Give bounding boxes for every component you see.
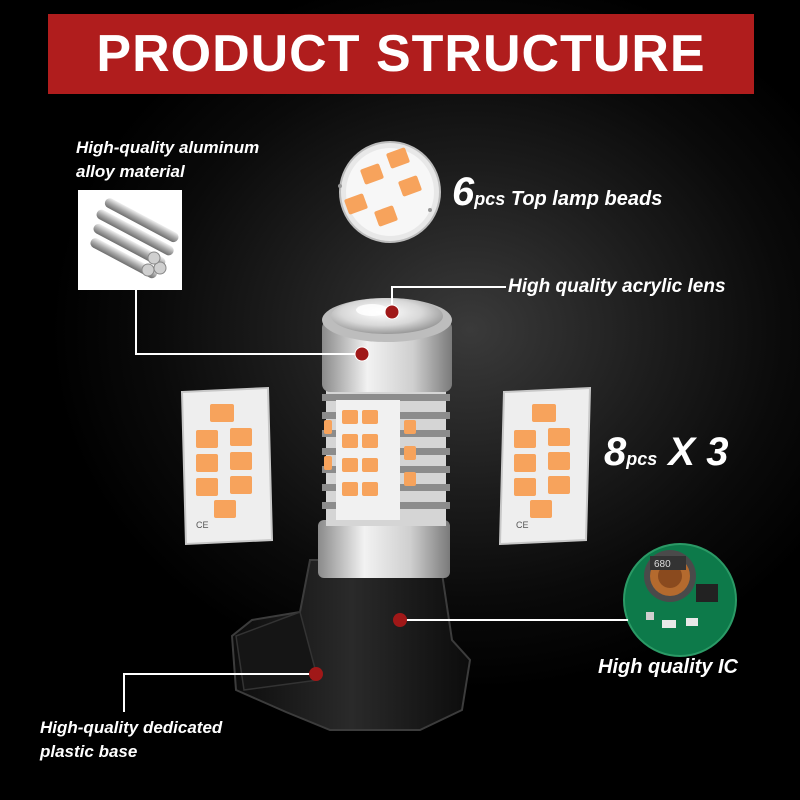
side-beads-count: 8 xyxy=(604,430,627,474)
marker-ic xyxy=(393,613,407,627)
marker-lens xyxy=(384,304,400,320)
led-bulb-image xyxy=(230,298,472,731)
marker-alloy xyxy=(354,346,370,362)
plastic-base-label: High-quality dedicated plastic base xyxy=(40,716,222,764)
top-beads-count: 6 xyxy=(452,170,475,214)
side-beads-multiplier: X 3 xyxy=(657,430,729,474)
top-beads-unit: pcs xyxy=(474,189,506,209)
alloy-label-line2: alloy material xyxy=(76,162,185,181)
top-beads-text: Top lamp beads xyxy=(505,188,663,210)
callout-lens xyxy=(391,286,506,312)
ce-mark-left: CE xyxy=(196,520,209,530)
acrylic-lens-label: High quality acrylic lens xyxy=(508,276,726,297)
top-beads-label: 6pcs Top lamp beads xyxy=(452,170,662,215)
base-label-line1: High-quality dedicated xyxy=(40,718,223,737)
ic-label: High quality IC xyxy=(598,656,738,678)
page-title: PRODUCT STRUCTURE xyxy=(96,25,706,83)
right-led-strip-image: CE xyxy=(498,386,592,546)
ic-marking: 680 xyxy=(654,559,671,570)
ic-board-image: 680 xyxy=(623,543,737,657)
side-beads-label: 8pcs X 3 xyxy=(604,430,728,475)
alloy-label-line1: High-quality aluminum xyxy=(76,138,260,157)
ce-mark-right: CE xyxy=(516,520,529,530)
aluminum-rods-image xyxy=(78,190,182,290)
left-led-strip-image: CE xyxy=(180,386,274,546)
side-beads-unit: pcs xyxy=(626,449,658,469)
callout-lines xyxy=(123,286,628,712)
callout-alloy xyxy=(135,290,360,355)
marker-base xyxy=(309,667,323,681)
top-led-disc-image xyxy=(338,141,441,243)
alloy-material-label: High-quality aluminum alloy material xyxy=(76,136,259,184)
callout-markers xyxy=(309,304,407,681)
title-banner: PRODUCT STRUCTURE xyxy=(48,14,754,94)
base-label-line2: plastic base xyxy=(40,742,138,761)
callout-base xyxy=(123,673,316,712)
